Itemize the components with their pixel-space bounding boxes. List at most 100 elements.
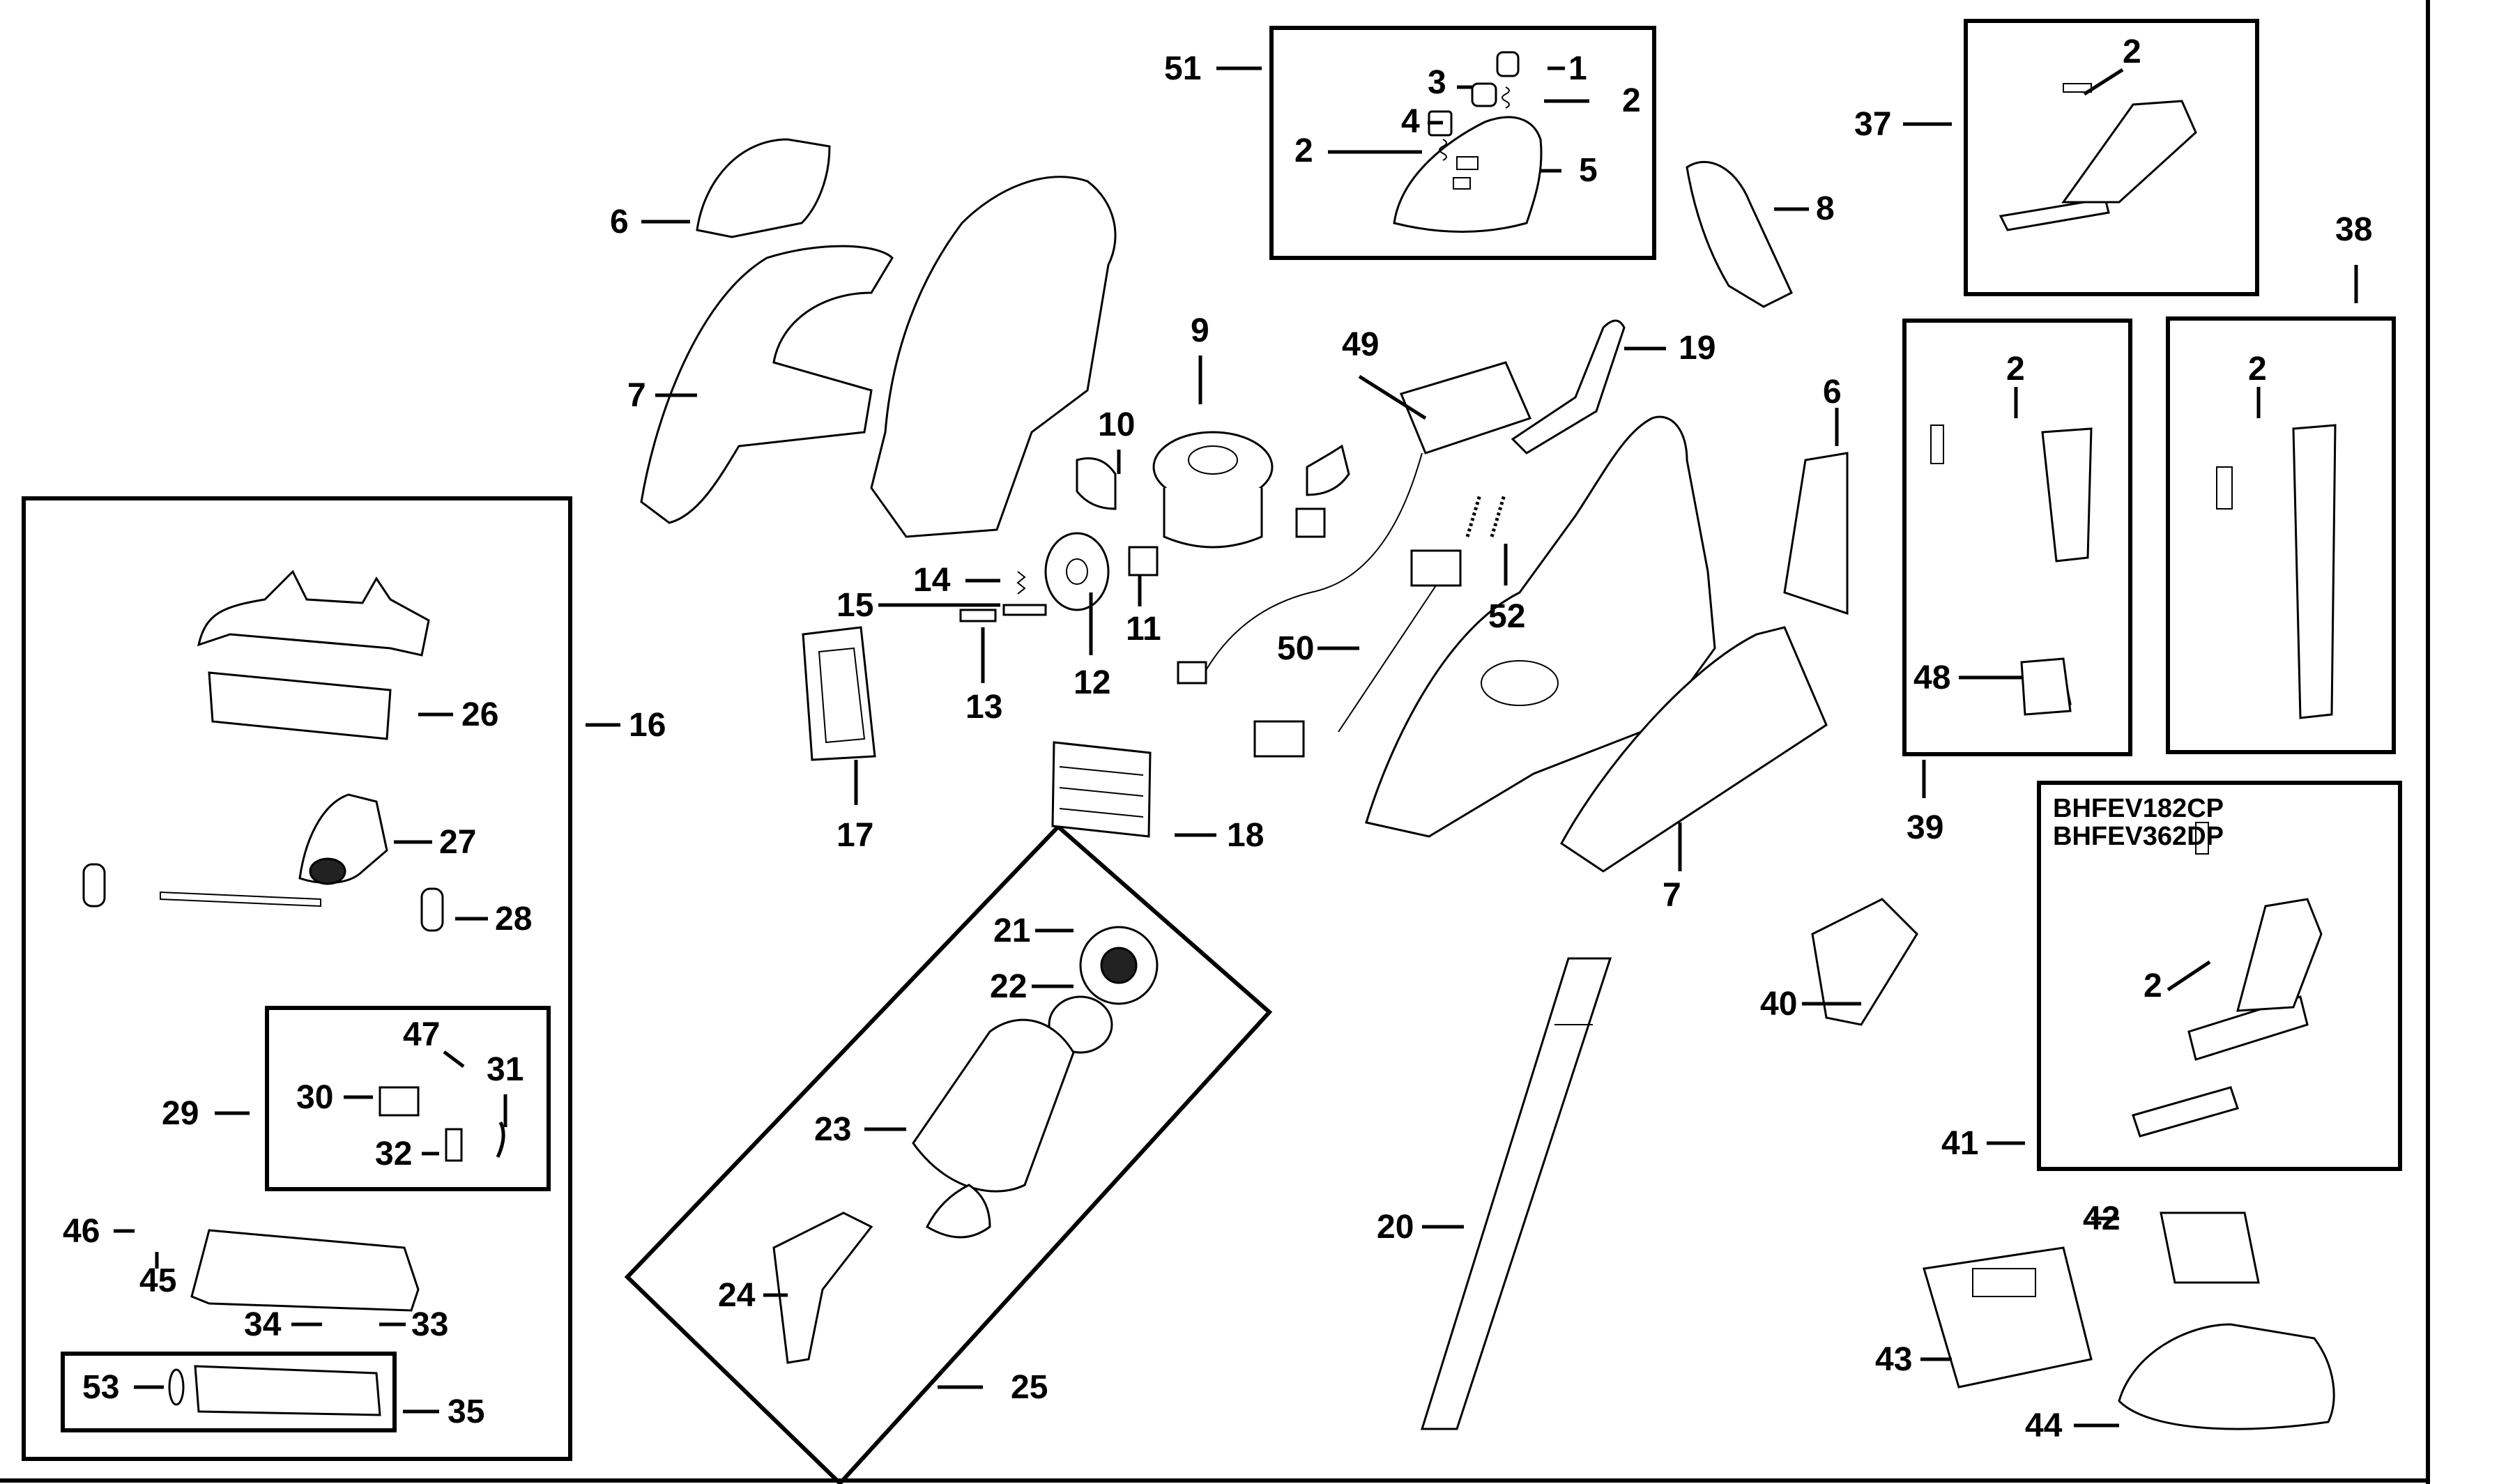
callout-30: 30 [296,1079,333,1116]
callout-21: 21 [993,912,1030,949]
part-10-bracket [1076,457,1117,510]
frame-group-41 [2037,781,2402,1171]
part-1-button [1496,51,1520,77]
callout-50: 50 [1277,630,1314,667]
model-note-2: BHFEV362DP [2053,822,2224,851]
part-7-housing-right [1560,626,1828,873]
frame-group-37 [1964,19,2259,296]
callout-15: 15 [836,587,873,624]
part-41-tool [2132,822,2323,1138]
callout-44: 44 [2025,1407,2063,1444]
leader-lines [114,66,2358,1428]
part-43-battery [1923,1246,2093,1389]
callout-27: 27 [439,824,476,861]
part-8-handle-piece [1686,160,1793,308]
frame-group-35 [61,1352,397,1432]
part-6-cover [696,138,831,238]
frame-group-25 [624,823,1273,1484]
part-19-clip [1511,319,1626,454]
callout-32: 32 [375,1135,412,1172]
callout-47: 47 [403,1016,440,1053]
callout-45: 45 [139,1262,176,1299]
callout-29: 29 [162,1095,199,1132]
part-28-wheel [420,887,444,932]
callout-28: 28 [495,901,532,938]
model-note-1: BHFEV182CP [2053,794,2224,823]
part-26-head-cover [197,569,430,740]
part-23-dust-bin [912,1018,1075,1239]
part-10-bracket [1306,444,1350,496]
part-11-brush-holder [1295,507,1326,538]
callout-14: 14 [913,562,951,599]
callout-52: 52 [1488,598,1525,635]
callout-38-2: 2 [2248,351,2267,388]
callout-8: 8 [1816,190,1835,227]
part-24-cyclone [772,1211,873,1364]
callout-40: 40 [1760,986,1797,1023]
callout-23: 23 [814,1111,851,1148]
callout-48: 48 [1913,659,1950,696]
callout-19: 19 [1679,330,1716,367]
part-50-wire-harness [1177,452,1462,758]
callout-labels: 51 1 3 2 4 2 5 6 8 19 7 9 49 10 6 14 15 … [63,33,2372,1444]
frame-group-29 [265,1006,551,1191]
part-main-body-right [1365,415,1716,838]
callout-6-right: 6 [1823,374,1842,411]
part-12-fan-disc [1044,532,1110,611]
part-2-spring [1502,86,1510,109]
part-2-spring [1439,139,1447,161]
part-15-pin [1002,604,1047,616]
part-52-springs [1465,494,1506,537]
callout-35: 35 [448,1393,484,1430]
callout-41: 41 [1941,1125,1978,1162]
part-42-adapter [2160,1211,2260,1284]
part-6-grille-cover [1783,452,1849,615]
callout-4: 4 [1401,103,1420,140]
callout-24: 24 [718,1277,756,1314]
callout-17: 17 [836,817,873,854]
callout-43: 43 [1875,1341,1912,1378]
callout-12: 12 [1074,664,1110,701]
callout-7: 7 [627,377,646,414]
callout-42: 42 [2083,1200,2120,1237]
callout-33: 33 [411,1306,448,1343]
part-17-filter [802,626,876,761]
callout-39: 39 [1907,809,1943,846]
callout-49: 49 [1342,326,1379,363]
part-37-upholstery-tool [1999,83,2197,231]
callout-7-right: 7 [1663,877,1681,914]
callout-46: 46 [63,1213,100,1250]
part-13-latch [959,609,997,622]
part-22-filter [1048,995,1113,1054]
part-53-end-cap [168,1368,185,1406]
callout-16: 16 [629,707,666,744]
part-21-filter-cap [1079,926,1159,1005]
callout-5: 5 [1579,152,1598,189]
frame-group-39 [1902,319,2132,756]
part-31-belt [496,1121,505,1158]
part-27-neck [160,793,388,908]
part-3-button [1471,82,1497,107]
frame-group-38 [2166,316,2396,754]
callout-51: 51 [1164,50,1201,87]
part-32-gear-plate [445,1128,463,1162]
part-7-housing-half [640,245,894,524]
callout-37-2: 2 [2123,33,2141,70]
callout-13: 13 [965,689,1002,726]
part-44-charging-base [2118,1323,2335,1430]
callout-3: 3 [1428,64,1446,101]
callout-20: 20 [1377,1209,1414,1246]
frame-group-16 [22,496,572,1461]
part-14-spring [1016,571,1026,595]
callout-41-2: 2 [2144,967,2162,1004]
part-18-grille [1051,741,1152,838]
part-9-motor [1152,431,1274,549]
callout-10: 10 [1098,406,1135,443]
callout-53: 53 [82,1369,119,1406]
part-28-wheel [82,863,106,908]
part-11-brush-holder [1128,546,1159,576]
part-49-pcb [1399,361,1532,454]
callout-38: 38 [2335,211,2372,248]
